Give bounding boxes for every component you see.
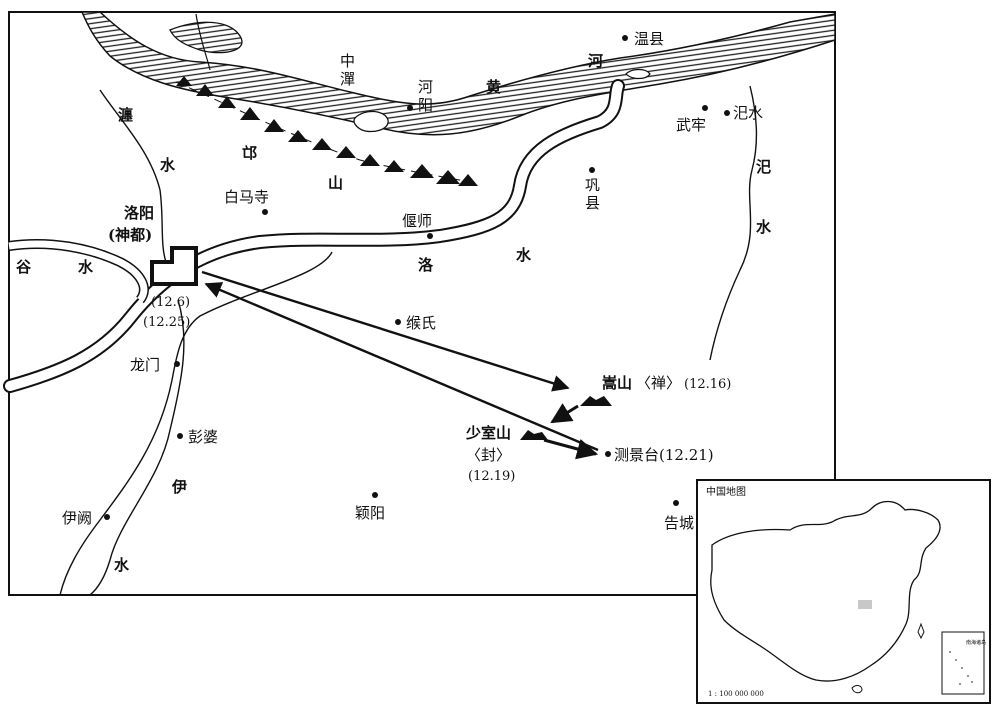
yi-river [89,299,185,596]
yi-river-west-bank [59,379,173,596]
dot-heyang [407,105,413,111]
luo-river-inner [5,81,623,391]
nanhai-islands [949,651,973,685]
label-mang-1: 邙 [242,144,257,162]
label-si-2: 水 [756,218,772,236]
label-sishui-town: 汜水 [733,104,763,122]
label-songshan-date: (12.16) [684,377,731,392]
label-yi-2: 水 [114,556,130,574]
label-huang: 黄 [486,78,501,96]
route-luoyang-to-songshan [201,270,570,392]
nanhai-label: 南海诸岛 [966,639,986,646]
label-goushi: 缑氏 [406,314,436,332]
label-wulao: 武牢 [676,116,706,134]
label-yi-1: 伊 [171,478,187,496]
yellow-river-oxbow [169,21,243,54]
taiwan-outline [917,622,925,640]
route-shaoshishan-to-cejingtai [543,438,599,460]
label-shendu: (神都) [108,226,152,244]
label-songshan-ritual: 〈禅〉 [636,374,681,392]
chan-river-branch [195,13,211,71]
label-heyang-2: 阳 [418,96,433,114]
label-gu-shui: 水 [78,258,94,276]
label-zhongtan-2: 潬 [340,70,355,88]
label-gongxian-2: 县 [585,194,600,212]
label-shaoshishan: 少室山 [465,424,511,442]
china-outline [710,500,941,682]
yi-river-upper [171,251,333,381]
label-yanshi: 偃师 [402,212,432,230]
si-river [709,85,758,361]
label-baimasi: 白马寺 [224,188,269,206]
dot-goushi [395,319,401,325]
dot-cejingtai [605,451,611,457]
route-cejingtai-to-luoyang [204,282,599,452]
route-songshan-to-shaoshishan [550,403,579,424]
dot-yanshi [427,233,433,239]
inset-title: 中国地图 [706,485,746,498]
dot-wenxian [622,35,628,41]
label-luoyang-date-1: (12.6) [151,295,190,310]
label-chan-1: 瀍 [118,106,133,124]
dot-sishui [724,110,730,116]
label-songshan: 嵩山 [602,374,632,392]
label-luo: 洛 [418,256,434,274]
label-luo-shui: 水 [516,246,532,264]
label-heyang-1: 河 [418,78,433,96]
label-shaoshi-ritual: 〈封〉 [466,446,511,464]
mang-mountains [176,76,478,186]
yellow-river-islet [625,68,651,80]
label-luoyang-date-2: (12.25) [143,315,190,330]
dot-wulao [702,105,708,111]
settlement-dots [104,35,730,520]
zhongtan-island [353,110,389,133]
label-gu: 谷 [16,258,32,276]
luoyang-city-icon [150,246,198,286]
shaoshishan-mountain-icon [520,430,548,440]
label-pengpo: 彭婆 [188,428,218,446]
dot-baimasi [262,209,268,215]
label-shaoshi-date: (12.19) [468,469,515,484]
label-cejingtai: 测景台(12.21) [614,446,714,464]
label-wenxian: 温县 [634,30,664,48]
dot-gaocheng [673,500,679,506]
study-area-highlight [858,600,872,609]
label-gaocheng: 告城 [664,514,694,532]
hainan-outline [851,685,863,694]
dot-longmen [174,361,180,367]
label-yique: 伊阙 [62,509,92,527]
mang-ridge-line [175,81,471,183]
dot-gongxian [589,167,595,173]
label-gongxian-1: 巩 [585,176,600,194]
label-zhongtan-1: 中 [340,52,355,70]
nanhai-inset [941,631,985,695]
inset-china-map: 中国地图 南海诸岛 1 : 100 000 000 [696,479,991,704]
chan-river [99,89,167,263]
label-si-1: 汜 [756,158,771,176]
dot-pengpo [177,433,183,439]
label-longmen: 龙门 [130,356,160,374]
label-mang-2: 山 [328,174,343,192]
yellow-river [80,11,836,136]
label-chan-2: 水 [160,156,176,174]
inset-scale: 1 : 100 000 000 [708,690,764,698]
dot-yique [104,514,110,520]
dot-yingyang [372,492,378,498]
label-luoyang: 洛阳 [124,204,154,222]
songshan-mountain-icon [580,396,612,406]
label-he: 河 [588,52,603,70]
gu-river-inner [8,240,148,303]
label-yingyang: 颖阳 [355,504,385,522]
